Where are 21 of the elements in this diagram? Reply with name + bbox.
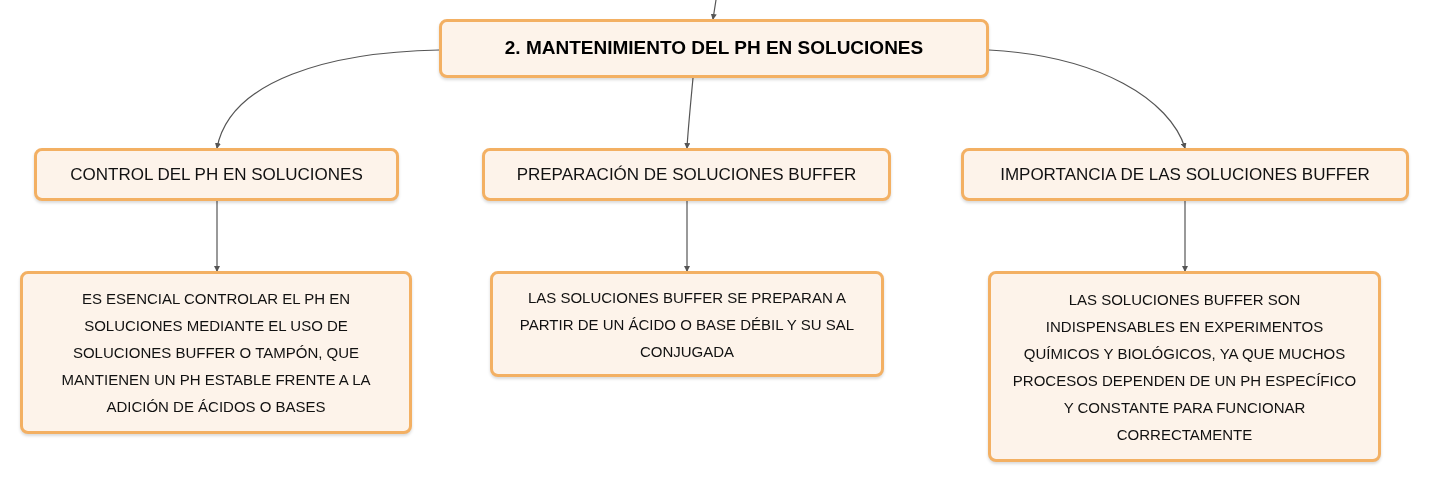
connector-arrow	[1182, 200, 1188, 272]
description-box	[988, 271, 1381, 462]
node-text: 2. MANTENIMIENTO DEL PH EN SOLUCIONES	[504, 36, 924, 61]
connector-arrow	[684, 200, 690, 272]
node-text: LAS SOLUCIONES BUFFER SE PREPARAN A PARTIR DE UN ÁCIDO O BASE DÉBIL Y SU SAL CONJUGADA	[518, 287, 856, 362]
subtopic-box	[482, 148, 891, 201]
description-box	[20, 271, 412, 434]
node-text: PREPARACIÓN DE SOLUCIONES BUFFER	[516, 163, 857, 186]
description-box	[490, 271, 884, 377]
connector-arrow	[988, 49, 1186, 149]
connector-arrow	[684, 77, 694, 149]
connector-arrow	[215, 49, 440, 149]
node-text: ES ESENCIAL CONTROLAR EL PH EN SOLUCIONES MEDIANTE EL USO DE SOLUCIONES BUFFER O TAMPÓN, QUE MANTIENEN UN PH ESTABLE FRENTE A LA ADICIÓN DE ÁCIDOS O BASES	[60, 289, 372, 417]
node-text: CONTROL DEL PH EN SOLUCIONES	[70, 163, 363, 186]
subtopic-box	[34, 148, 399, 201]
subtopic-box	[961, 148, 1409, 201]
connector-arrow	[214, 200, 220, 272]
node-text: IMPORTANCIA DE LAS SOLUCIONES BUFFER	[1000, 163, 1370, 186]
node-text: LAS SOLUCIONES BUFFER SON INDISPENSABLES EN EXPERIMENTOS QUÍMICOS Y BIOLÓGICOS, YA QUE MUCHOS PROCESOS DEPENDEN DE UN PH ESPECÍFICO Y CONSTANTE PARA FUNCIONAR CORRECTAMENTE	[1011, 289, 1358, 445]
topic-box	[439, 19, 989, 78]
connector-arrow	[710, 0, 717, 20]
